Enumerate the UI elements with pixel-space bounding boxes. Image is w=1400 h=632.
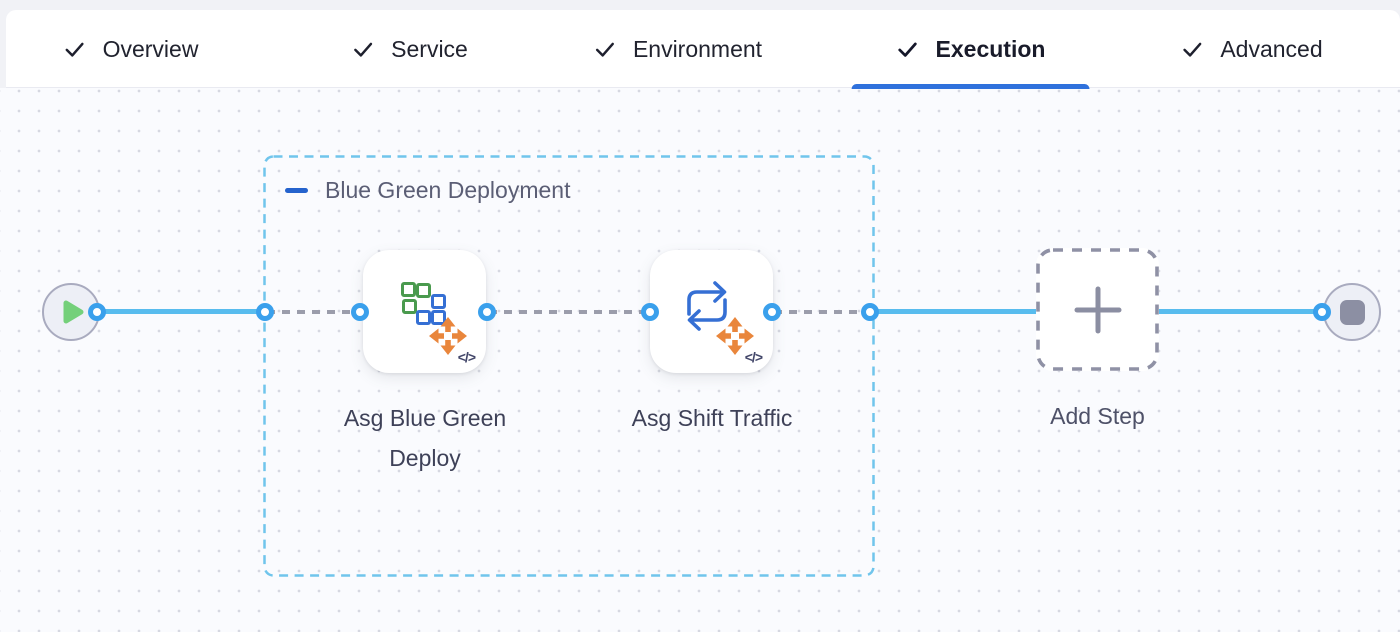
step-node-asg-blue-green-deploy[interactable]: </> [363,250,486,373]
port-step2-in[interactable] [641,303,659,321]
code-step-badge: </> [457,349,476,365]
tab-label: Overview [102,35,199,62]
tab-service[interactable]: Service [352,10,468,88]
port-group-out[interactable] [861,303,879,321]
pipeline-end-node [1323,283,1381,341]
move-arrows-icon [716,317,754,355]
check-icon [354,42,373,57]
settings-tabbar: Overview Service Environment Execution A… [6,10,1400,89]
pipeline-canvas[interactable]: Blue Green Deployment [0,88,1400,632]
step-node-asg-shift-traffic[interactable]: </> [650,250,773,373]
group-header: Blue Green Deployment [284,177,570,204]
play-icon [63,300,84,324]
add-step-dashed-border [1036,248,1159,371]
add-step-label: Add Step [1050,403,1145,429]
step-label: Asg Shift Traffic [631,405,793,431]
tab-advanced[interactable]: Advanced [1181,10,1323,88]
stop-icon [1339,299,1365,325]
tab-environment[interactable]: Environment [594,10,762,88]
port-end-in[interactable] [1313,303,1331,321]
edge-addstep-to-end [1159,309,1322,314]
tab-label: Service [391,35,468,62]
tab-overview[interactable]: Overview [64,10,199,88]
check-icon [65,42,84,57]
port-step1-out[interactable] [478,303,496,321]
group-label: Blue Green Deployment [325,177,571,203]
port-group-in[interactable] [256,303,274,321]
tab-execution[interactable]: Execution [851,10,1090,89]
tab-label: Environment [632,35,763,62]
blue-green-deployment-group-border [263,155,875,577]
port-step2-out[interactable] [763,303,781,321]
check-icon [595,42,614,57]
step-label: Asg Blue Green Deploy [343,405,507,471]
check-icon [898,42,917,57]
active-tab-underline [851,84,1090,89]
add-step-button[interactable] [1036,248,1159,371]
asg-blue-green-deploy-icon [401,282,446,325]
port-start-out[interactable] [88,303,106,321]
check-icon [1183,42,1202,57]
plus-icon [1074,286,1121,333]
tab-label: Advanced [1220,35,1323,62]
tab-label: Execution [935,35,1046,62]
minus-icon [284,188,308,193]
move-arrows-icon [429,317,467,355]
edge-step1-to-step2 [489,310,652,314]
asg-shift-traffic-icon [687,281,727,331]
code-step-badge: </> [744,349,763,365]
collapse-group-button[interactable] [284,179,308,203]
edge-step2-to-group [774,310,868,314]
edge-start-to-group [97,309,265,314]
port-step1-in[interactable] [351,303,369,321]
edge-group-to-addstep [870,309,1037,314]
edge-group-to-step1 [267,310,362,314]
